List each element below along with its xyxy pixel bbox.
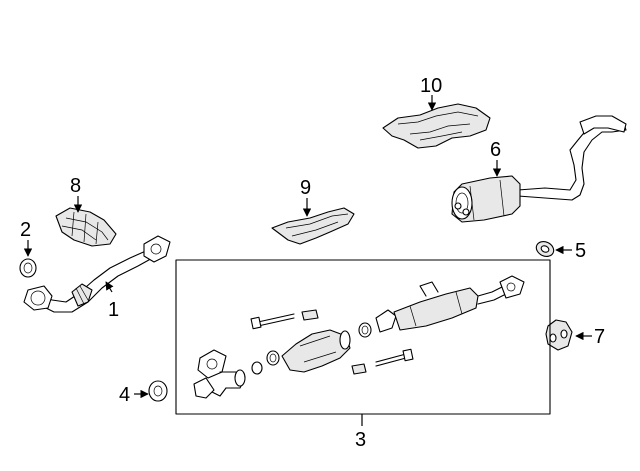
callout-9[interactable]: 9 — [300, 177, 312, 217]
svg-text:3: 3 — [355, 429, 366, 451]
svg-text:2: 2 — [20, 219, 31, 241]
svg-text:4: 4 — [119, 384, 130, 406]
svg-text:1: 1 — [108, 299, 119, 321]
hanger-part-7[interactable] — [545, 319, 573, 351]
callout-3[interactable]: 3 — [355, 414, 366, 451]
callout-1[interactable]: 1 — [105, 281, 119, 321]
gasket-part-4[interactable] — [148, 380, 168, 402]
svg-text:6: 6 — [490, 139, 501, 161]
center-heat-shield-part[interactable] — [271, 207, 355, 245]
callout-10[interactable]: 10 — [420, 75, 442, 111]
upper-heat-shield-part[interactable] — [382, 103, 491, 149]
svg-text:8: 8 — [70, 175, 81, 197]
gasket-part-5[interactable] — [534, 239, 556, 259]
callout-7[interactable]: 7 — [575, 326, 605, 348]
svg-text:5: 5 — [575, 240, 586, 262]
callout-5[interactable]: 5 — [555, 240, 586, 262]
svg-text:9: 9 — [300, 177, 311, 199]
callout-4[interactable]: 4 — [119, 384, 149, 406]
gasket-part-2[interactable] — [19, 258, 37, 278]
callout-6[interactable]: 6 — [490, 139, 502, 177]
callout-8[interactable]: 8 — [70, 175, 83, 213]
svg-text:7: 7 — [594, 326, 605, 348]
svg-text:10: 10 — [420, 75, 442, 97]
muffler-tailpipe-part[interactable] — [451, 115, 627, 223]
converter-assembly-part[interactable] — [175, 259, 551, 415]
front-exhaust-pipe-part[interactable] — [23, 235, 171, 313]
front-heat-shield-part[interactable] — [55, 207, 117, 247]
callout-2[interactable]: 2 — [20, 219, 33, 257]
